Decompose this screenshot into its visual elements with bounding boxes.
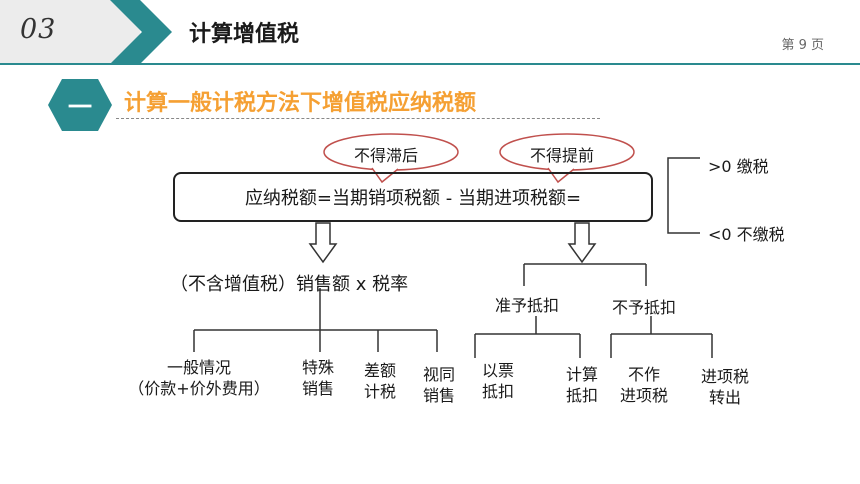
chevron-arrow-icon (110, 0, 172, 64)
section-subtitle: 计算一般计税方法下增值税应纳税额 (124, 91, 477, 116)
section-number: 03 (20, 14, 57, 45)
left-branch-tree (193, 288, 438, 352)
allow-deduction-label: 准予抵扣 (495, 296, 560, 315)
outcome-negative: <0 不缴税 (708, 225, 785, 244)
left-item-general: 一般情况 （价款+价外费用） (128, 358, 270, 398)
deny-deduction-label: 不予抵扣 (612, 298, 677, 317)
outcome-bracket (667, 157, 700, 234)
formula-box: 应纳税额=当期销项税额 - 当期进项税额= (173, 172, 653, 222)
page-title: 计算增值税 (189, 22, 300, 47)
hexagon-badge-label: 一 (68, 93, 92, 121)
header: 03 计算增值税 第 9 页 (0, 0, 860, 65)
right-branch-tree (474, 263, 713, 358)
callout-left-text: 不得滞后 (354, 146, 419, 165)
page-number: 第 9 页 (781, 38, 824, 53)
dashed-divider (116, 118, 600, 119)
left-item-difference-tax: 差额 计税 (363, 361, 396, 401)
outcome-positive: >0 缴税 (708, 157, 769, 176)
down-arrow-right (567, 222, 597, 264)
header-underline (0, 63, 860, 65)
sales-tax-label: （不含增值税）销售额 x 税率 (170, 274, 409, 295)
deny-item-not-input: 不作 进项税 (619, 365, 668, 405)
allow-item-invoice: 以票 抵扣 (481, 361, 514, 401)
left-item-special-sales: 特殊 销售 (301, 358, 334, 398)
down-arrow-left (308, 222, 338, 264)
allow-item-calculated: 计算 抵扣 (565, 365, 598, 405)
deny-item-transfer-out: 进项税 转出 (700, 367, 749, 407)
callout-right-text: 不得提前 (530, 146, 595, 165)
left-item-deemed-sales: 视同 销售 (422, 365, 455, 405)
hexagon-badge (48, 79, 112, 131)
header-title-area (140, 0, 860, 64)
formula-text: 应纳税额=当期销项税额 - 当期进项税额= (244, 188, 582, 209)
